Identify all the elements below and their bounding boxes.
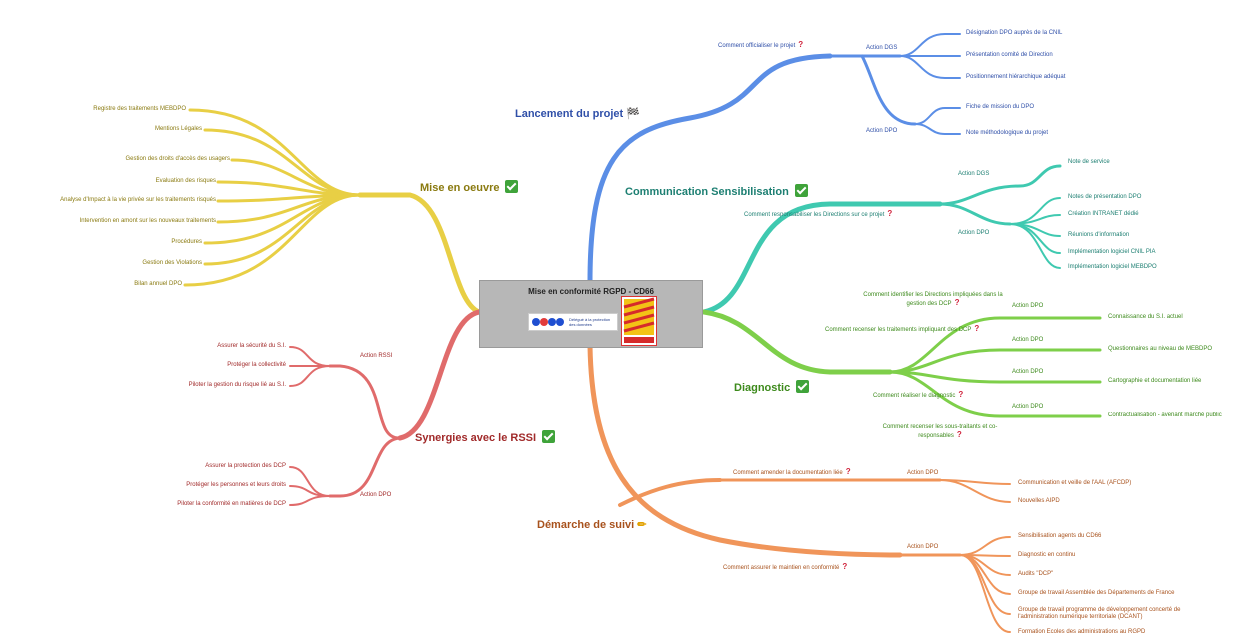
diagnostic-question: Comment recenser les sous-traitants et c…: [882, 424, 998, 439]
mise-item: Evaluation des risques: [155, 178, 216, 184]
branch-communication-lines: [701, 164, 1062, 315]
synergies-rssi-item: Protéger la collectivité: [227, 362, 286, 368]
synergies-rssi-item: Piloter la gestion du risque lié au S.I.: [188, 382, 286, 388]
communication-dpo-item: Implémentation logiciel MEBDPO: [1068, 264, 1157, 270]
mise-item: Procédures: [171, 239, 202, 245]
check-icon: [794, 184, 808, 197]
demarche-item: Groupe de travail Assemblée des Départem…: [1018, 590, 1175, 596]
mise-item: Gestion des droits d'accès des usagers: [125, 156, 230, 162]
diagnostic-action: Action DPO: [1012, 369, 1044, 375]
diagnostic-item: Contractualisation - avenant marché publ…: [1108, 412, 1222, 418]
diagnostic-question: Comment identifier les Directions impliq…: [863, 292, 1003, 307]
branch-demarche[interactable]: Démarche de suivi✏: [537, 519, 647, 531]
central-topic-title: Mise en conformité RGPD - CD66: [528, 287, 654, 296]
department-logo: [621, 296, 657, 346]
demarche-question: Comment assurer le maintien en conformit…: [723, 562, 848, 572]
branch-diagnostic[interactable]: Diagnostic: [734, 380, 810, 394]
demarche-item: Groupe de travail programme de développe…: [1018, 607, 1181, 620]
branch-synergies[interactable]: Synergies avec le RSSI: [415, 430, 556, 444]
demarche-item: Formation Ecoles des administrations au …: [1018, 629, 1146, 635]
communication-dgs-item: Note de service: [1068, 159, 1110, 165]
branch-mise-en-oeuvre[interactable]: Mise en oeuvre: [420, 180, 519, 194]
synergies-action-rssi: Action RSSI: [360, 353, 393, 359]
lancement-dgs-item: Positionnement hiérarchique adéquat: [966, 74, 1066, 80]
question-icon: ?: [887, 209, 893, 218]
synergies-rssi-item: Assurer la sécurité du S.I.: [217, 343, 286, 349]
communication-dpo-item: Notes de présentation DPO: [1068, 194, 1142, 200]
communication-action-dpo: Action DPO: [958, 230, 990, 236]
communication-dpo-item: Création INTRANET dédié: [1068, 211, 1139, 217]
demarche-item: Diagnostic en continu: [1018, 552, 1076, 558]
synergies-dpo-item: Piloter la conformité en matières de DCP: [177, 501, 286, 507]
diagnostic-question: Comment recenser les traitements impliqu…: [825, 324, 980, 334]
communication-dpo-item: Implémentation logiciel CNIL PIA: [1068, 249, 1156, 255]
diagnostic-item: Connaissance du S.I. actuel: [1108, 314, 1183, 320]
diagnostic-action: Action DPO: [1012, 404, 1044, 410]
mise-item: Mentions Légales: [154, 126, 202, 132]
checkered-flag-icon: 🏁: [626, 108, 640, 120]
diagnostic-action: Action DPO: [1012, 303, 1044, 309]
demarche-item: Audits "DCP": [1018, 571, 1054, 577]
question-icon: ?: [845, 467, 851, 476]
branch-diagnostic-lines: [701, 309, 1102, 418]
lancement-dgs-item: Présentation comité de Direction: [966, 52, 1053, 58]
branch-lancement[interactable]: Lancement du projet🏁: [515, 108, 640, 120]
demarche-item: Nouvelles AIPD: [1018, 498, 1060, 504]
diagnostic-question: Comment réaliser le diagnostic?: [873, 390, 964, 400]
mise-item: Registre des traitements MEBDPO: [93, 106, 186, 112]
check-icon: [542, 430, 556, 443]
cnil-logo: Délégué à la protection des données: [528, 313, 618, 331]
demarche-item: Sensibilisation agents du CD66: [1018, 533, 1102, 539]
communication-action-dgs: Action DGS: [958, 171, 990, 177]
demarche-item: Communication et veille de l'AAL (AFCDP): [1018, 480, 1132, 486]
mise-item: Intervention en amont sur les nouveaux t…: [79, 218, 216, 224]
question-icon: ?: [798, 40, 804, 49]
synergies-dpo-item: Assurer la protection des DCP: [205, 463, 286, 469]
mise-item: Analyse d'Impact à la vie privée sur les…: [60, 197, 216, 203]
branch-communication[interactable]: Communication Sensibilisation: [625, 184, 808, 198]
question-icon: ?: [954, 298, 960, 307]
check-icon: [796, 380, 810, 393]
check-icon: [505, 180, 519, 193]
synergies-dpo-item: Protéger les personnes et leurs droits: [186, 482, 286, 488]
question-icon: ?: [956, 430, 962, 439]
mise-item: Gestion des Violations: [142, 260, 202, 266]
question-icon: ?: [974, 324, 980, 333]
lancement-dpo-item: Fiche de mission du DPO: [966, 104, 1035, 110]
lancement-action-dpo: Action DPO: [866, 128, 898, 134]
branch-synergies-lines: [289, 309, 482, 506]
mise-item: Bilan annuel DPO: [134, 281, 182, 287]
synergies-action-dpo: Action DPO: [360, 492, 392, 498]
diagnostic-item: Questionnaires au niveau de MEBDPO: [1108, 346, 1213, 352]
communication-question: Comment responsabiliser les Directions s…: [744, 209, 893, 219]
lancement-dgs-item: Désignation DPO auprès de la CNIL: [966, 30, 1063, 36]
question-icon: ?: [842, 562, 848, 571]
lancement-dpo-item: Note méthodologique du projet: [966, 130, 1049, 136]
lancement-action-dgs: Action DGS: [866, 45, 898, 51]
lancement-question: Comment officialiser le projet?: [718, 40, 804, 50]
central-topic[interactable]: Mise en conformité RGPD - CD66 Délégué à…: [479, 280, 703, 348]
question-icon: ?: [958, 390, 964, 399]
branch-lancement-lines: [587, 33, 961, 285]
branch-mise-lines: [183, 108, 482, 315]
branch-demarche-lines: [587, 343, 1011, 633]
communication-dpo-item: Réunions d'information: [1068, 232, 1130, 238]
demarche-question: Comment amender la documentation liée?: [733, 467, 851, 477]
diagnostic-item: Cartographie et documentation liée: [1108, 378, 1202, 384]
diagnostic-action: Action DPO: [1012, 337, 1044, 343]
demarche-action: Action DPO: [907, 544, 939, 550]
pencil-icon: ✏: [637, 519, 647, 531]
demarche-action: Action DPO: [907, 470, 939, 476]
